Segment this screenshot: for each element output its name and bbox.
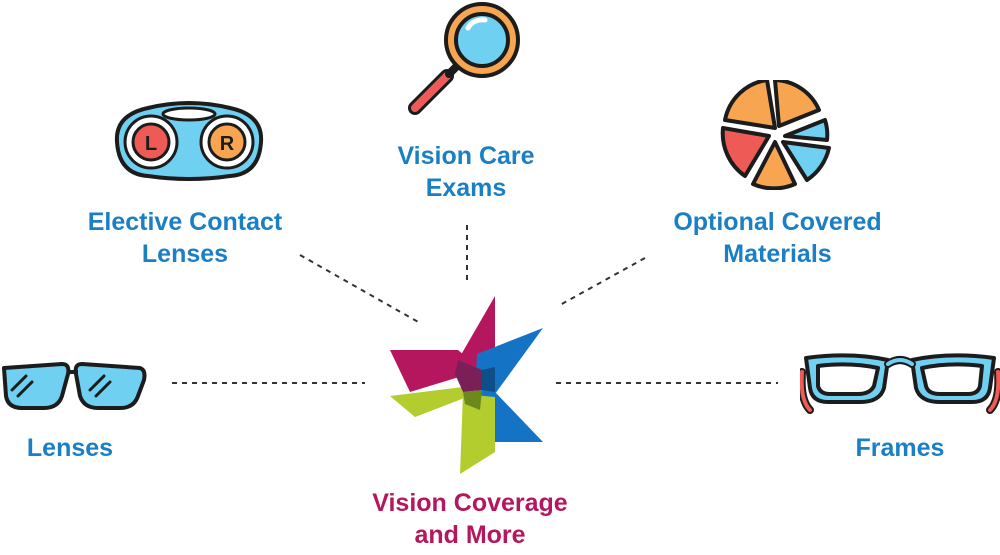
pie-chart-icon <box>720 80 831 190</box>
lenses-label-line1: Lenses <box>26 434 114 462</box>
contact-lenses-label-line2: Lenses <box>141 240 229 268</box>
lenses-label: Lenses <box>10 432 130 464</box>
contact-lenses-label: Elective Contact Lenses <box>60 206 310 270</box>
svg-text:L: L <box>145 133 157 155</box>
materials-label-line2: Materials <box>723 240 832 268</box>
center-label: Vision Coverage and More <box>345 487 595 551</box>
vision-care-label-line2: Exams <box>425 174 507 202</box>
frames-label-line1: Frames <box>855 434 945 462</box>
frames-label: Frames <box>840 432 960 464</box>
contact-lens-case-icon: L R <box>114 101 264 181</box>
connector-materials <box>559 257 646 306</box>
center-label-line1: Vision Coverage <box>372 489 568 517</box>
star-logo-icon <box>390 296 543 474</box>
materials-label: Optional Covered Materials <box>645 206 910 270</box>
vision-care-label: Vision Care Exams <box>366 140 566 204</box>
glasses-frames-icon <box>800 353 1000 414</box>
vision-care-label-line1: Vision Care <box>397 142 535 170</box>
svg-text:R: R <box>220 133 235 155</box>
contact-lenses-label-line1: Elective Contact <box>87 208 283 236</box>
materials-label-line1: Optional Covered <box>673 208 882 236</box>
lenses-icon <box>2 362 147 410</box>
magnifier-icon <box>408 2 520 115</box>
center-label-line2: and More <box>414 521 526 549</box>
connector-contact-lenses <box>299 254 421 324</box>
